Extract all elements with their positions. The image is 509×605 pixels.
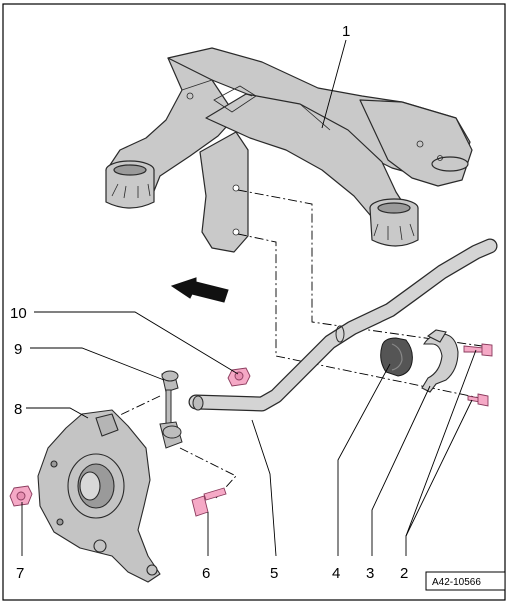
callout-6: 6 [202, 565, 210, 582]
wheel-bearing-housing [37, 409, 161, 583]
subframe [105, 47, 473, 253]
callout-8: 8 [14, 401, 22, 418]
hub-bolt [191, 487, 227, 517]
housing-nut [9, 485, 33, 507]
clamp-bolt-lower [467, 393, 489, 407]
diagram-border [2, 3, 506, 601]
subframe-details [111, 79, 443, 241]
stabilizer-bar [188, 238, 498, 412]
callout-1: 1 [342, 23, 350, 40]
coupling-rod-nut [227, 367, 251, 387]
coupling-rod [159, 370, 183, 449]
clamp-bolt-upper [463, 343, 493, 357]
arrow-left-icon [170, 277, 229, 303]
callout-10: 10 [10, 305, 27, 322]
leader-lines [21, 39, 477, 557]
clamp [421, 329, 459, 393]
callout-9: 9 [14, 341, 22, 358]
rubber-bush [380, 337, 413, 377]
alignment-lines [117, 189, 483, 499]
callout-4: 4 [332, 565, 340, 582]
callout-7: 7 [16, 565, 24, 582]
callout-2: 2 [400, 565, 408, 582]
callout-5: 5 [270, 565, 278, 582]
reference-code-box [425, 571, 506, 591]
reference-code: A42-10566 [432, 577, 481, 588]
callout-3: 3 [366, 565, 374, 582]
